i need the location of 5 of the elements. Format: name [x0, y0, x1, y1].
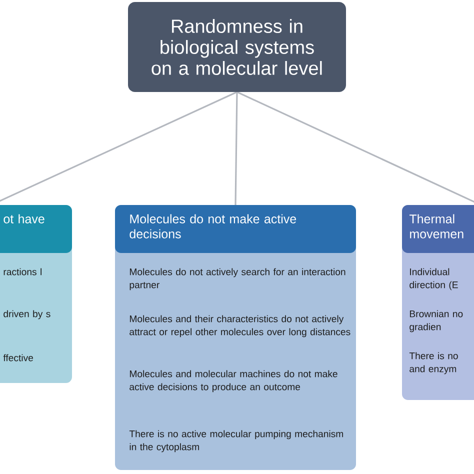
title-box: Randomness in biological systems on a molecular level: [128, 2, 346, 92]
category-card: ot have ractions l driven by s ffective: [0, 205, 72, 383]
category-card: Molecules do not make active decisions Molecules do not actively search for an interaction partner Molecules and their characteristics do not actively attract or repel other molecules over long distances Molecules and molecular machines do not make active decisions to produce an outcome There is no active molecular pumping mechanism in the cytoplasm: [115, 205, 356, 470]
connector-line: [234, 92, 238, 206]
category-card: Thermal movemen Individual direction (E Brownian no gradien There is no and enzym: [402, 205, 474, 400]
